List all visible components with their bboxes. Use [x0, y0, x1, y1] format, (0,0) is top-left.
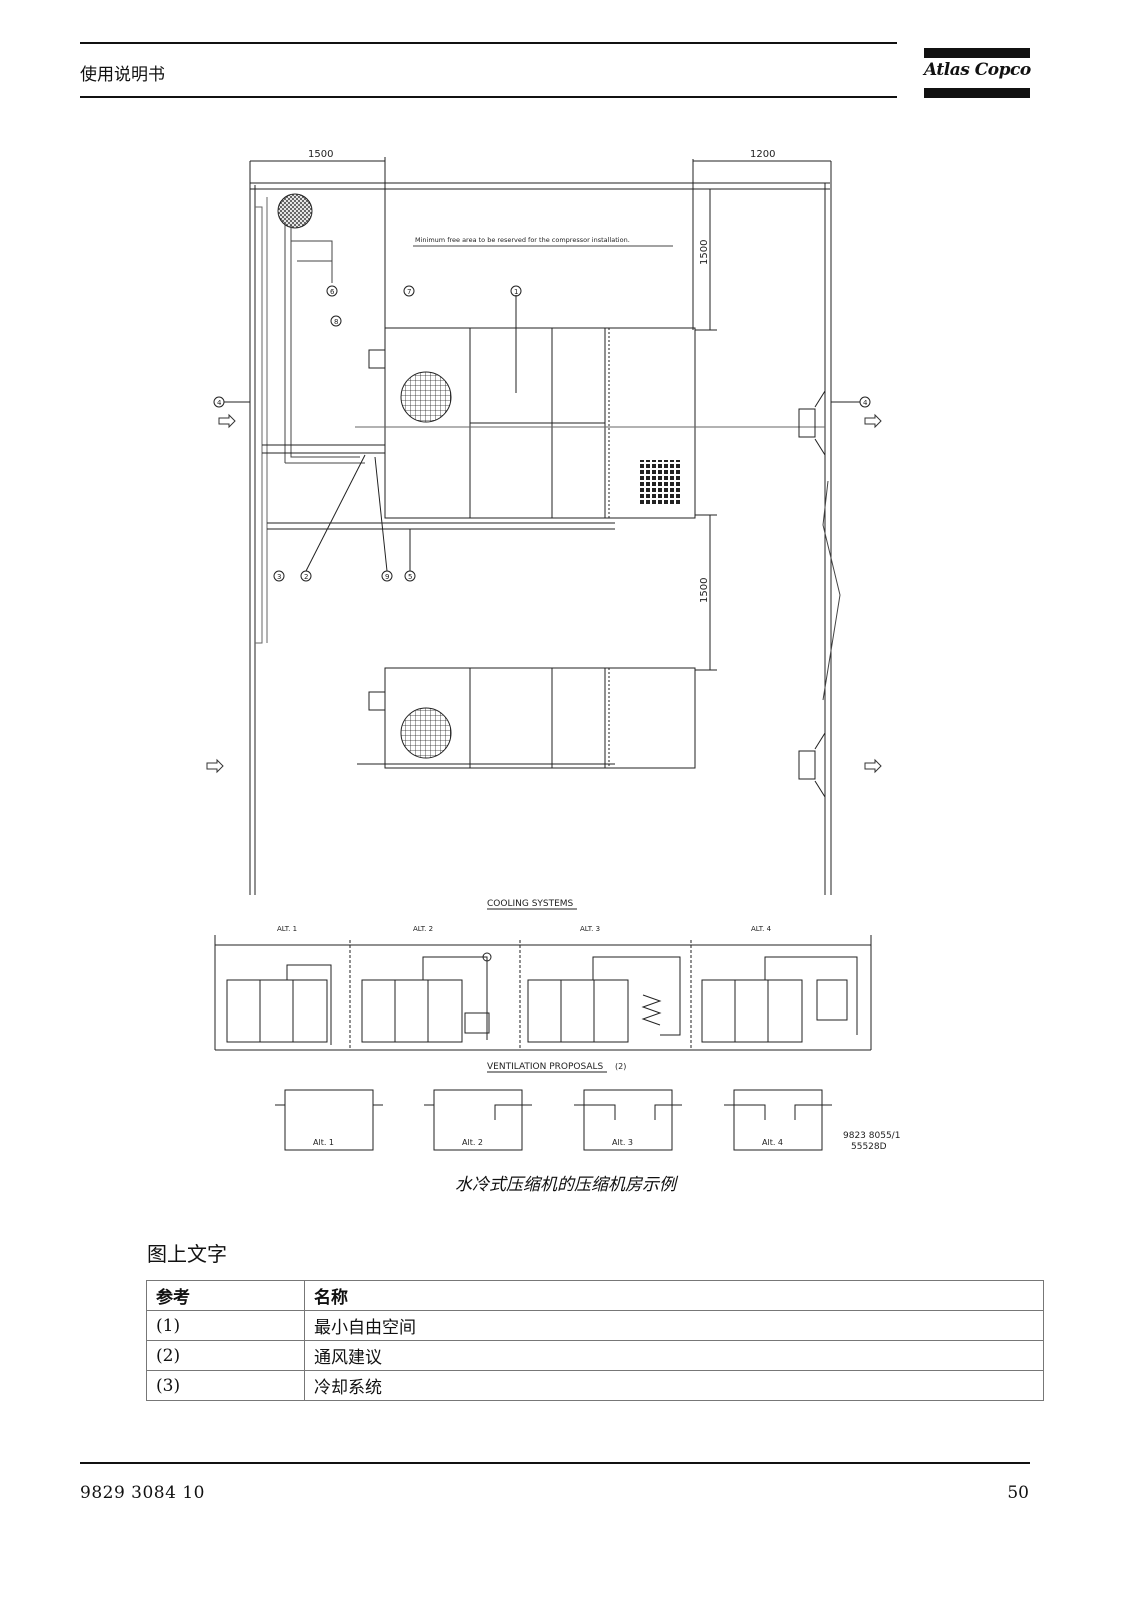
drawing-code-2: 55528D — [851, 1142, 887, 1152]
room-walls — [249, 161, 832, 895]
callout-3: 3 — [277, 573, 281, 581]
dim-vertical-lower: 1500 — [699, 578, 710, 603]
row-name: 冷却系统 — [304, 1370, 1044, 1401]
cooling-alt-4: ALT. 4 — [751, 925, 772, 933]
compressor-unit-lower — [357, 667, 696, 769]
legend-table: 参考 名称 (1) 最小自由空间 (2) 通风建议 (3) 冷却系统 — [146, 1280, 1044, 1401]
vent-alt-2: Alt. 2 — [462, 1138, 483, 1147]
header-name: 名称 — [304, 1280, 1044, 1311]
cooling-alt-2: ALT. 2 — [413, 925, 433, 933]
compressor-unit-upper — [262, 295, 825, 530]
callout-1: 1 — [514, 288, 518, 296]
compressor-room-drawing: 1500 1200 1500 1500 Minimum free area to… — [206, 149, 900, 1152]
table-header-row: 参考 名称 — [146, 1280, 1044, 1311]
callout-6: 6 — [330, 288, 335, 296]
vent-alt-3: Alt. 3 — [612, 1138, 633, 1147]
callout-2: 2 — [304, 573, 308, 581]
document-number: 9829 3084 10 — [80, 1483, 205, 1503]
footer-rule — [80, 1462, 1030, 1464]
callout-7: 7 — [407, 288, 411, 296]
wall-fans — [798, 390, 841, 798]
cooling-alt-3: ALT. 3 — [580, 925, 600, 933]
callout-5: 5 — [408, 573, 412, 581]
ventilation-proposals-title: VENTILATION PROPOSALS — [487, 1062, 604, 1072]
row-name: 通风建议 — [304, 1340, 1044, 1371]
row-ref: (3) — [146, 1370, 305, 1401]
dim-top-left: 1500 — [308, 149, 333, 160]
header-rule-top — [80, 42, 897, 44]
table-row: (3) 冷却系统 — [146, 1370, 1044, 1401]
airflow-arrows — [206, 413, 882, 774]
callout-9: 9 — [385, 573, 389, 581]
dim-top-right: 1200 — [750, 149, 775, 160]
dimension-lines — [250, 157, 831, 671]
table-row: (1) 最小自由空间 — [146, 1310, 1044, 1341]
minimum-free-area-note: Minimum free area to be reserved for the… — [415, 236, 630, 244]
figure-caption: 水冷式压缩机的压缩机房示例 — [455, 1175, 676, 1195]
vent-alt-1: Alt. 1 — [313, 1138, 334, 1147]
callouts — [213, 285, 871, 582]
dim-vertical-upper: 1500 — [699, 240, 710, 265]
vent-alt-4: Alt. 4 — [762, 1138, 783, 1147]
legend-title: 图上文字 — [147, 1242, 227, 1266]
row-name: 最小自由空间 — [304, 1310, 1044, 1341]
cooling-alt-1: ALT. 1 — [277, 925, 297, 933]
cooling-systems-title: COOLING SYSTEMS — [487, 899, 574, 909]
callout-8: 8 — [334, 318, 338, 326]
page-number: 50 — [1007, 1483, 1029, 1503]
atlas-copco-logo: Atlas Copco — [924, 48, 1031, 100]
row-ref: (2) — [146, 1340, 305, 1371]
drawing-code-1: 9823 8055/1 — [843, 1131, 900, 1141]
cooling-frame — [214, 935, 872, 1051]
header-ref: 参考 — [146, 1280, 305, 1311]
cooling-alternatives — [226, 952, 858, 1045]
row-ref: (1) — [146, 1310, 305, 1341]
callout-4-right: 4 — [863, 399, 868, 407]
document-title: 使用说明书 — [80, 65, 165, 85]
header-rule-bottom — [80, 96, 897, 98]
ventilation-alternatives — [275, 1089, 832, 1151]
air-intake-grille — [277, 193, 313, 229]
callout-4-left: 4 — [217, 399, 222, 407]
table-row: (2) 通风建议 — [146, 1340, 1044, 1371]
ventilation-ref: (2) — [615, 1062, 626, 1071]
